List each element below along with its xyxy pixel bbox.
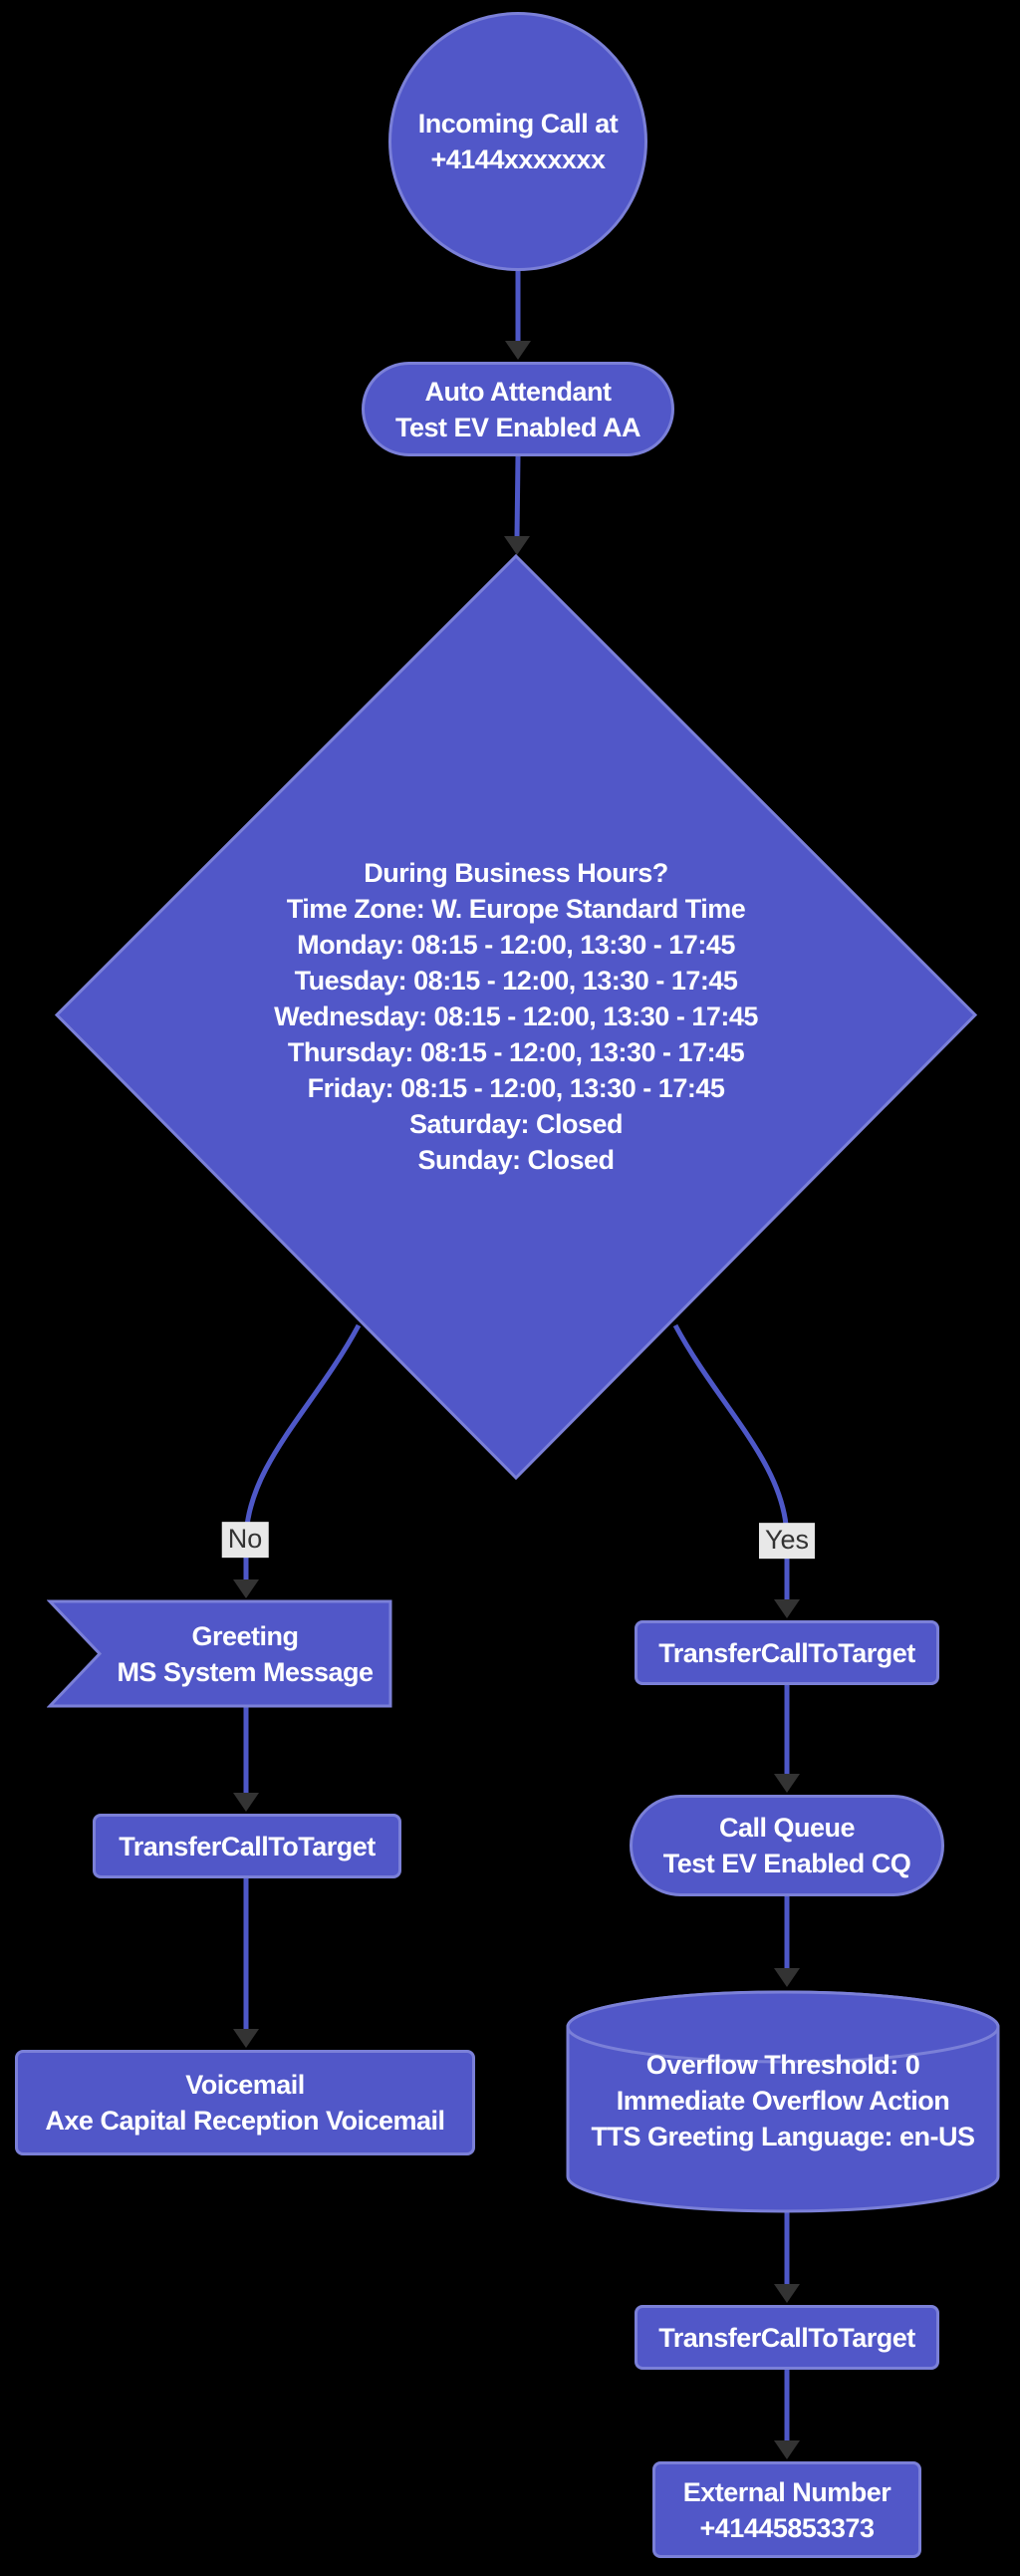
- node-text: Incoming Call at: [417, 109, 619, 139]
- node-text: During Business Hours?: [364, 858, 668, 888]
- node-text: Call Queue: [718, 1813, 856, 1843]
- node-text: Test EV Enabled AA: [394, 412, 641, 442]
- edge-aa-to-decision: [514, 455, 521, 539]
- arrowhead-icon: [774, 2284, 800, 2303]
- node-transfer-no: TransferCallToTarget: [93, 1814, 401, 1878]
- node-call-queue: Call Queue Test EV Enabled CQ: [630, 1795, 944, 1896]
- edge-decision-no: [243, 1323, 362, 1580]
- node-text: Test EV Enabled CQ: [662, 1849, 911, 1878]
- node-text: Thursday: 08:15 - 12:00, 13:30 - 17:45: [287, 1037, 745, 1067]
- arrowhead-icon: [233, 2029, 259, 2048]
- node-transfer-yes: TransferCallToTarget: [635, 1620, 939, 1685]
- edge-label-yes: Yes: [758, 1523, 816, 1559]
- node-text: Overflow Threshold: 0: [645, 2050, 920, 2080]
- node-text: TransferCallToTarget: [658, 2322, 915, 2353]
- arrowhead-icon: [774, 1599, 800, 1618]
- flag-shape: [47, 1599, 392, 1708]
- node-text: Auto Attendant: [424, 376, 612, 407]
- node-text: MS System Message: [117, 1656, 374, 1687]
- diamond-shape: [54, 553, 978, 1481]
- node-text: External Number: [682, 2476, 892, 2507]
- node-external-number: External Number +41445853373: [652, 2461, 921, 2558]
- node-transfer-final: TransferCallToTarget: [635, 2305, 939, 2370]
- edge-label-no: No: [221, 1522, 269, 1558]
- node-text: +41445853373: [699, 2512, 875, 2543]
- arrowhead-icon: [505, 341, 531, 360]
- node-text: Wednesday: 08:15 - 12:00, 13:30 - 17:45: [274, 1002, 758, 1031]
- arrowhead-icon: [774, 2440, 800, 2459]
- node-voicemail: Voicemail Axe Capital Reception Voicemai…: [15, 2050, 475, 2155]
- node-text: Greeting: [191, 1620, 299, 1651]
- node-text: Time Zone: W. Europe Standard Time: [286, 894, 746, 924]
- cylinder-shape: [566, 1990, 1000, 2213]
- node-text: TTS Greeting Language: en-US: [591, 2122, 975, 2151]
- node-text: Voicemail: [185, 2070, 305, 2100]
- node-text: Axe Capital Reception Voicemail: [45, 2106, 445, 2136]
- node-greeting: Greeting MS System Message: [100, 1601, 390, 1706]
- node-text: Immediate Overflow Action: [616, 2086, 950, 2116]
- node-overflow-settings: Overflow Threshold: 0 Immediate Overflow…: [564, 2041, 1002, 2160]
- node-business-hours-decision: During Business Hours? Time Zone: W. Eur…: [118, 852, 914, 1181]
- node-text: +4144xxxxxxx: [430, 144, 606, 174]
- arrowhead-icon: [233, 1579, 259, 1598]
- node-text: TransferCallToTarget: [119, 1831, 376, 1861]
- node-text: Tuesday: 08:15 - 12:00, 13:30 - 17:45: [294, 966, 738, 996]
- node-text: Friday: 08:15 - 12:00, 13:30 - 17:45: [307, 1073, 725, 1103]
- edge-decision-yes: [672, 1323, 790, 1600]
- arrowhead-icon: [233, 1793, 259, 1812]
- arrowhead-icon: [774, 1968, 800, 1987]
- node-auto-attendant: Auto Attendant Test EV Enabled AA: [362, 362, 674, 456]
- node-text: Monday: 08:15 - 12:00, 13:30 - 17:45: [297, 930, 735, 960]
- node-text: Sunday: Closed: [417, 1145, 615, 1175]
- arrowhead-icon: [504, 536, 530, 555]
- node-text: Saturday: Closed: [408, 1109, 624, 1139]
- arrowhead-icon: [774, 1774, 800, 1793]
- node-text: TransferCallToTarget: [658, 1637, 915, 1668]
- node-incoming-call: Incoming Call at +4144xxxxxxx: [388, 12, 647, 271]
